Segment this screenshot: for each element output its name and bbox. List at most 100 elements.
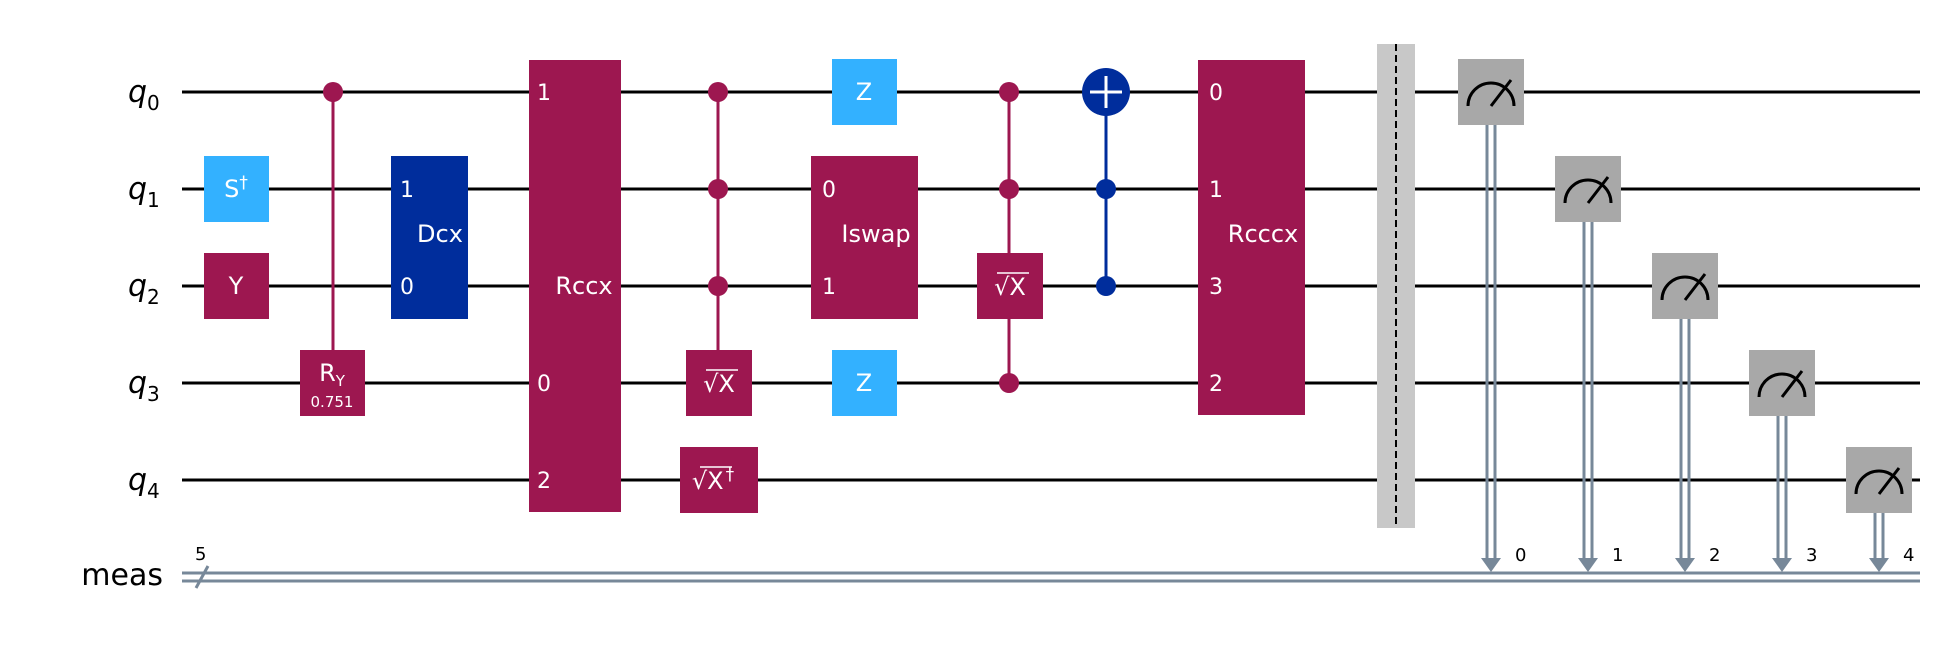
qubit-label-q2: q2 <box>128 269 160 309</box>
meter-icon-q0-needle <box>1489 79 1513 107</box>
rccx-gate-label: Rccx <box>555 272 612 300</box>
qubit-label-q0: q0 <box>128 75 160 115</box>
z-gate-q3-box <box>832 350 897 416</box>
meter-icon-q3-needle <box>1780 370 1804 398</box>
mcsx-control-dot-q0 <box>708 82 728 102</box>
cry-control-dot <box>323 82 343 102</box>
cry-gate: RY 0.751 <box>300 82 365 416</box>
rcccx-pin-q0: 0 <box>1209 81 1223 106</box>
measure-q1-box <box>1555 156 1621 222</box>
dcx-pin-q2: 0 <box>400 275 414 300</box>
rccx-pin-q0: 1 <box>537 81 551 106</box>
dcx-gate: 1 0 Dcx <box>391 156 468 319</box>
ccx-control-dot-q2 <box>1096 276 1116 296</box>
iswap-pin-q1: 0 <box>822 178 836 203</box>
rcccx-pin-q2: 3 <box>1209 275 1223 300</box>
measure-q3-box <box>1749 350 1815 416</box>
z-gate-q0-label: Z <box>856 78 872 106</box>
sdg-gate: S† <box>204 156 269 222</box>
qubit-label-q4: q4 <box>128 463 160 503</box>
meter-icon-q4-arc <box>1854 469 1904 495</box>
rccx-gate: 1 0 2 Rccx <box>529 60 621 512</box>
register-size-slash <box>194 565 210 589</box>
ry-gate-param: 0.751 <box>311 393 354 411</box>
rccx-pin-q3: 0 <box>537 372 551 397</box>
measure-q0: 0 <box>1458 59 1526 572</box>
rcccx-pin-q1: 1 <box>1209 178 1223 203</box>
meter-icon-q0-arc <box>1466 81 1516 107</box>
iswap-gate: 0 1 Iswap <box>811 156 918 319</box>
qubit-label-q1: q1 <box>128 172 160 212</box>
clbit-label-0: 0 <box>1515 545 1526 566</box>
measure-q0-arrow <box>1481 558 1501 572</box>
meter-icon-q3-arc <box>1757 372 1807 398</box>
iswap-gate-label: Iswap <box>841 220 910 248</box>
measure-q4-arrow <box>1869 558 1889 572</box>
sdg-gate-box <box>204 156 269 222</box>
z-gate-q0-box <box>832 59 897 125</box>
sxdg-gate-label: √X† <box>692 465 735 495</box>
clbit-label-2: 2 <box>1709 545 1720 566</box>
z-gate-q3-label: Z <box>856 369 872 397</box>
rcccx-gate-label: Rcccx <box>1228 220 1298 248</box>
sdg-gate-label: S† <box>224 173 248 203</box>
measure-q3: 3 <box>1749 350 1817 572</box>
measure-q4: 4 <box>1846 447 1914 572</box>
meter-icon-q2-arc <box>1660 275 1710 301</box>
dcx-gate-label: Dcx <box>417 220 463 248</box>
y-gate-box <box>204 253 269 319</box>
ccx-control-dot-q1 <box>1096 179 1116 199</box>
meter-icon-q1-needle <box>1586 176 1610 204</box>
qubit-labels: q0 q1 q2 q3 q4 meas <box>81 75 163 593</box>
measure-q3-arrow <box>1772 558 1792 572</box>
dcx-gate-box <box>391 156 468 319</box>
sx-gate-box <box>686 350 752 416</box>
clbit-label-3: 3 <box>1806 545 1817 566</box>
ry-gate-label: RY <box>319 359 346 390</box>
classical-register-label: meas <box>81 558 163 593</box>
measure-q4-box <box>1846 447 1912 513</box>
measure-q2-arrow <box>1675 558 1695 572</box>
meter-icon-q1-arc <box>1563 178 1613 204</box>
qubit-label-q3: q3 <box>128 366 160 406</box>
csx-gate: √X <box>977 82 1043 393</box>
barrier <box>1377 44 1415 528</box>
mcsx-control-dot-q1 <box>708 179 728 199</box>
csx-gate-box <box>977 253 1043 319</box>
y-gate: Y <box>204 253 269 319</box>
mcsx-gate: √X <box>686 82 752 416</box>
sxdg-gate-box <box>680 447 758 513</box>
ccx-gate <box>1082 68 1130 296</box>
csx-gate-label: √X <box>994 273 1026 301</box>
measure-q2: 2 <box>1652 253 1720 572</box>
iswap-gate-box <box>811 156 918 319</box>
y-gate-label: Y <box>228 272 244 300</box>
csx-control-dot-q0 <box>999 82 1019 102</box>
qubit-wires <box>182 90 1920 482</box>
meter-icon-q4-needle <box>1877 467 1901 495</box>
sxdg-gate: √X† <box>680 447 758 513</box>
classical-wire: 5 <box>182 544 1920 589</box>
csx-control-dot-q1 <box>999 179 1019 199</box>
iswap-pin-q2: 1 <box>822 275 836 300</box>
rccx-gate-box <box>529 60 621 512</box>
meter-icon-q2-needle <box>1683 273 1707 301</box>
dcx-pin-q1: 1 <box>400 178 414 203</box>
ry-gate-box <box>300 350 365 416</box>
mcsx-control-dot-q2 <box>708 276 728 296</box>
z-gate-q3: Z <box>832 350 897 416</box>
clbit-label-4: 4 <box>1903 545 1914 566</box>
z-gate-q0: Z <box>832 59 897 125</box>
measure-q2-box <box>1652 253 1718 319</box>
measure-q1: 1 <box>1555 156 1623 572</box>
rcccx-gate: 0 1 3 2 Rcccx <box>1198 60 1305 415</box>
rcccx-pin-q3: 2 <box>1209 372 1223 397</box>
sx-gate-label: √X <box>703 370 735 398</box>
measure-q1-arrow <box>1578 558 1598 572</box>
rcccx-gate-box <box>1198 60 1305 415</box>
rccx-pin-q4: 2 <box>537 469 551 494</box>
csx-control-dot-q3 <box>999 373 1019 393</box>
clbit-label-1: 1 <box>1612 545 1623 566</box>
register-size-label: 5 <box>195 544 206 565</box>
